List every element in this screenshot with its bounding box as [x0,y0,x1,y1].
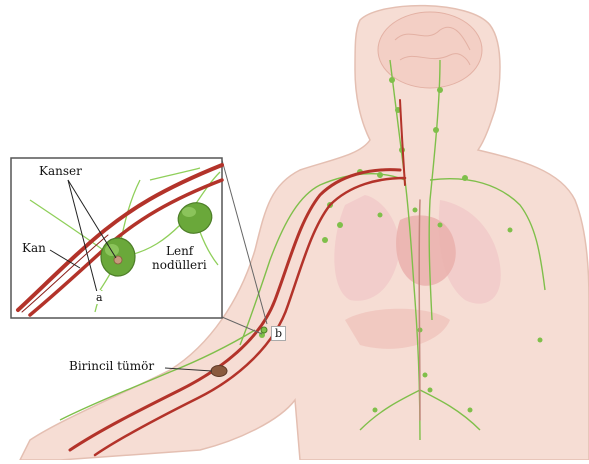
lymph-node [462,175,468,181]
label-birincil-tumor: Birincil tümör [67,360,156,374]
lymph-node [468,408,473,413]
inset-magnification [11,158,222,318]
brain [378,12,482,88]
lymph-node [389,77,395,83]
lymph-node [322,237,328,243]
label-lenf-line2: nodülleri [152,259,207,273]
lymph-node-highlight [105,244,119,256]
primary-tumor [211,366,227,377]
lymph-node [538,338,543,343]
label-b: b [271,326,286,341]
lymph-node [423,373,428,378]
blood-vessel [419,200,420,420]
lymph-node [378,213,383,218]
lymph-node [413,208,418,213]
label-lenf-nodulleri: Lenf nodülleri [152,245,207,273]
lymph-node [437,87,443,93]
lymph-node-highlight [182,207,196,217]
lymph-node [377,172,383,178]
lymph-node [428,388,433,393]
label-lenf-line1: Lenf [152,245,207,259]
lymph-node [433,127,439,133]
lymph-node [508,228,513,233]
lymph-node [337,222,343,228]
label-a: a [93,291,106,304]
lymph-node [373,408,378,413]
label-kanser: Kanser [39,165,82,179]
label-kan: Kan [22,242,46,256]
lymph-node [438,223,443,228]
point-b-marker [261,327,267,333]
